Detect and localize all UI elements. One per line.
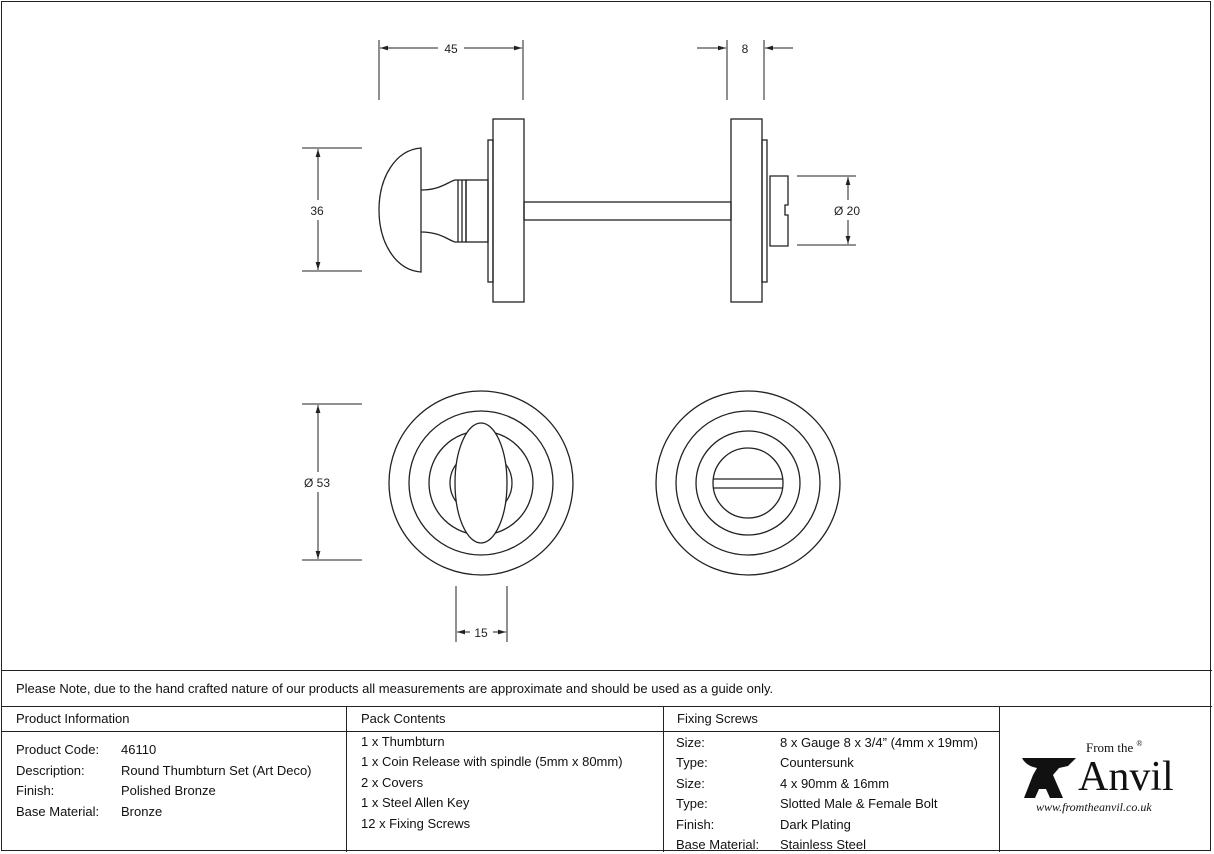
value: Polished Bronze	[121, 783, 216, 798]
divider	[663, 706, 664, 852]
product-info-heading: Product Information	[16, 711, 130, 726]
value: Countersunk	[780, 755, 854, 770]
list-item: 1 x Steel Allen Key	[361, 795, 470, 810]
label: Size:	[676, 735, 705, 750]
label: Base Material:	[676, 837, 760, 852]
label: Finish:	[16, 783, 55, 798]
label: Type:	[676, 796, 708, 811]
dim-8: 8	[742, 42, 749, 56]
backplate-right	[761, 139, 768, 283]
value: Slotted Male & Female Bolt	[780, 796, 938, 811]
label: Description:	[16, 763, 85, 778]
collar	[465, 179, 489, 243]
label: Product Code:	[16, 742, 100, 757]
logo-brand: Anvil	[1078, 754, 1174, 800]
dim-diameter-53: Ø 53	[304, 476, 330, 490]
divider	[346, 706, 347, 852]
logo-url: www.fromtheanvil.co.uk	[1036, 800, 1152, 814]
registered-mark: ®	[1136, 739, 1143, 748]
label: Base Material:	[16, 804, 100, 819]
divider	[1, 731, 999, 732]
list-item: 12 x Fixing Screws	[361, 816, 471, 831]
knob-neck	[420, 179, 467, 243]
dim-15: 15	[474, 626, 488, 640]
brand-logo: From the® Anvil www.fromtheanvil.co.uk	[1022, 740, 1192, 816]
value: 4 x 90mm & 16mm	[780, 776, 890, 791]
knob-dome	[378, 147, 422, 273]
value: 8 x Gauge 8 x 3/4” (4mm x 19mm)	[780, 735, 978, 750]
measurement-note: Please Note, due to the hand crafted nat…	[16, 681, 774, 696]
value: Round Thumbturn Set (Art Deco)	[121, 763, 312, 778]
technical-drawing: 45 8 36 Ø 20 Ø 53 15	[302, 40, 860, 642]
dim-45: 45	[444, 42, 458, 56]
label: Type:	[676, 755, 708, 770]
logo-from-the: From the	[1086, 740, 1134, 755]
dimension-labels: 45 8 36 Ø 20 Ø 53 15	[304, 40, 860, 640]
label: Size:	[676, 776, 705, 791]
thumbturn-front-view	[388, 390, 574, 576]
thumbturn-lever	[454, 422, 508, 544]
divider	[999, 706, 1000, 852]
dim-36: 36	[310, 204, 324, 218]
rose-left	[492, 118, 525, 303]
side-view	[378, 118, 789, 303]
value: Dark Plating	[780, 817, 851, 832]
backplate-left	[487, 139, 494, 283]
value: Bronze	[121, 804, 163, 819]
list-item: 1 x Thumbturn	[361, 734, 445, 749]
release-bolt	[769, 175, 789, 247]
fixing-screws-heading: Fixing Screws	[677, 711, 758, 726]
dimension-lines	[302, 40, 856, 642]
release-front-view	[655, 390, 841, 576]
spindle	[523, 201, 732, 221]
dim-diameter-20: Ø 20	[834, 204, 860, 218]
list-item: 1 x Coin Release with spindle (5mm x 80m…	[361, 754, 623, 769]
anvil-icon	[1022, 758, 1076, 798]
label: Finish:	[676, 817, 715, 832]
list-item: 2 x Covers	[361, 775, 424, 790]
pack-contents-heading: Pack Contents	[361, 711, 446, 726]
divider	[1, 670, 1212, 671]
logo-top-line: From the®	[1086, 739, 1143, 756]
value: 46110	[121, 742, 157, 757]
divider	[1, 706, 1212, 707]
value: Stainless Steel	[780, 837, 866, 852]
rose-right	[730, 118, 763, 303]
